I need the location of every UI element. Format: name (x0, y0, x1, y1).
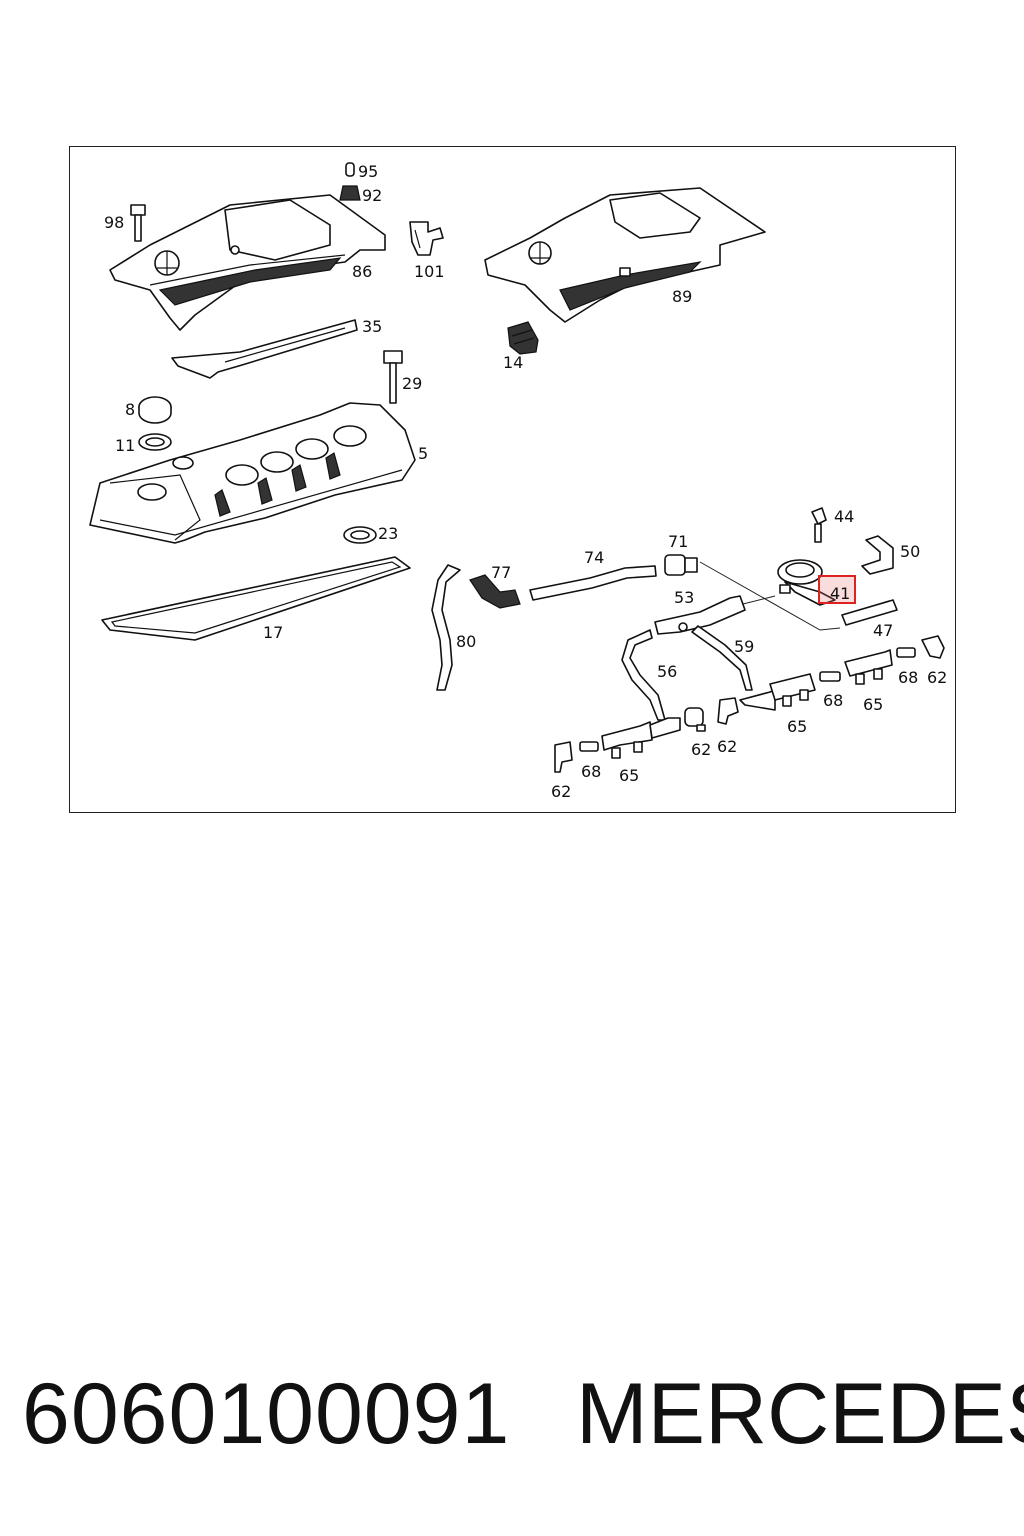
callout-68-mid: 68 (823, 691, 843, 710)
part-86-engine-cover[interactable] (109, 194, 386, 331)
part-62-cap-mid-1[interactable] (684, 707, 706, 732)
part-8-cap[interactable] (138, 396, 172, 424)
part-number: 6060100091 (22, 1366, 511, 1462)
part-92-grommet[interactable] (339, 185, 361, 201)
callout-44: 44 (834, 507, 854, 526)
callout-89: 89 (672, 287, 692, 306)
callout-86: 86 (352, 262, 372, 281)
part-68-tube-right[interactable] (896, 647, 916, 658)
part-71-connector[interactable] (664, 554, 698, 576)
part-14-plug[interactable] (507, 321, 539, 355)
callout-23: 23 (378, 524, 398, 543)
part-65-tee-right[interactable] (844, 649, 893, 685)
callout-11: 11 (115, 436, 135, 455)
part-68-tube-mid[interactable] (819, 671, 841, 682)
callout-65-right: 65 (863, 695, 883, 714)
part-44-bolt[interactable] (811, 507, 827, 543)
callout-80: 80 (456, 632, 476, 651)
callout-41[interactable]: 41 (830, 584, 850, 603)
part-62-elbow-right[interactable] (921, 635, 945, 659)
part-68-tube-left[interactable] (579, 741, 599, 752)
highlight-box-41 (818, 575, 856, 604)
part-59-hose[interactable] (691, 625, 753, 691)
footer: 6060100091 MERCEDES (0, 1365, 1024, 1475)
part-95-cap[interactable] (345, 162, 355, 177)
part-65-tee-mid[interactable] (739, 673, 816, 711)
callout-29: 29 (402, 374, 422, 393)
callout-71: 71 (668, 532, 688, 551)
callout-8: 8 (125, 400, 135, 419)
callout-62-mid-2: 62 (717, 737, 737, 756)
part-29-bolt[interactable] (383, 350, 403, 404)
part-62-elbow-left[interactable] (554, 741, 573, 773)
callout-50: 50 (900, 542, 920, 561)
part-53-connector[interactable] (654, 595, 746, 635)
part-50-elbow[interactable] (861, 535, 894, 575)
callout-95: 95 (358, 162, 378, 181)
part-23-seal-ring[interactable] (343, 526, 377, 544)
callout-62-right: 62 (927, 668, 947, 687)
brand-name: MERCEDES (576, 1366, 1024, 1462)
part-80-hose[interactable] (431, 564, 461, 691)
callout-56: 56 (657, 662, 677, 681)
part-89-engine-cover[interactable] (484, 187, 766, 323)
part-62-elbow-mid-2[interactable] (717, 697, 739, 725)
callout-68-right: 68 (898, 668, 918, 687)
callout-14: 14 (503, 353, 523, 372)
callout-59: 59 (734, 637, 754, 656)
part-17-gasket[interactable] (101, 556, 411, 641)
callout-101: 101 (414, 262, 445, 281)
part-65-tee-left[interactable] (601, 717, 681, 759)
callout-17: 17 (263, 623, 283, 642)
callout-47: 47 (873, 621, 893, 640)
callout-98: 98 (104, 213, 124, 232)
callout-5: 5 (418, 444, 428, 463)
part-47-tube[interactable] (841, 599, 898, 626)
part-74-hose[interactable] (529, 565, 657, 601)
part-11-seal-ring[interactable] (138, 433, 172, 451)
part-101-clip[interactable] (409, 221, 444, 256)
callout-53: 53 (674, 588, 694, 607)
part-35-emblem-strip[interactable] (171, 319, 358, 379)
part-5-valve-cover[interactable] (89, 402, 416, 544)
callout-68-left: 68 (581, 762, 601, 781)
callout-35: 35 (362, 317, 382, 336)
callout-62-mid-1: 62 (691, 740, 711, 759)
part-98-bolt[interactable] (130, 204, 146, 242)
callout-92: 92 (362, 186, 382, 205)
callout-74: 74 (584, 548, 604, 567)
callout-65-mid: 65 (787, 717, 807, 736)
callout-77: 77 (491, 563, 511, 582)
callout-65-left: 65 (619, 766, 639, 785)
callout-62-left: 62 (551, 782, 571, 801)
part-77-elbow-hose[interactable] (469, 574, 521, 609)
